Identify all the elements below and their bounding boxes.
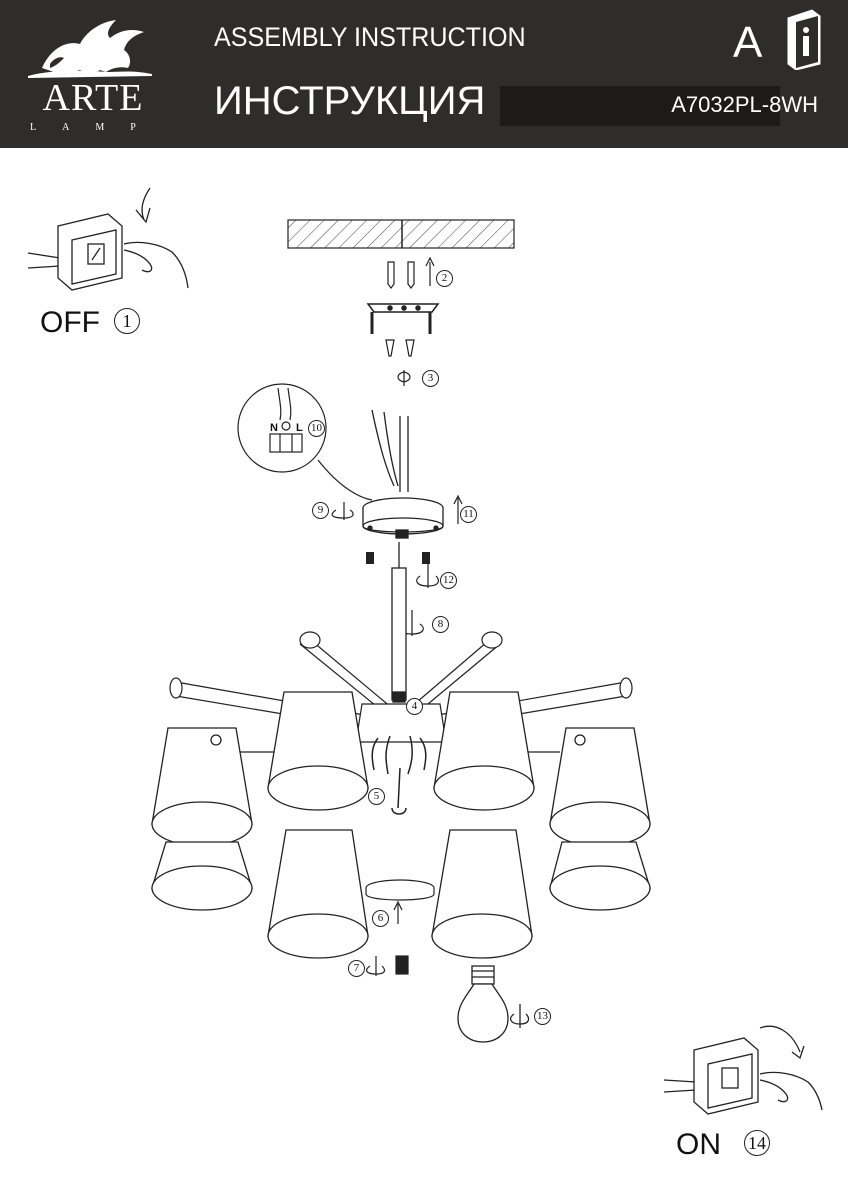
step-5-badge: 5 bbox=[368, 788, 385, 805]
nut-icon bbox=[422, 552, 430, 564]
title-russian: ИНСТРУКЦИЯ bbox=[214, 79, 486, 123]
info-book-icon bbox=[787, 9, 821, 70]
language-letter: A bbox=[733, 18, 763, 67]
ceiling-icon bbox=[287, 219, 515, 249]
terminal-detail-callout bbox=[237, 383, 373, 501]
brand-subtitle: LAMP bbox=[30, 122, 162, 133]
assembly-drawing bbox=[27, 187, 823, 1115]
lamp-shades-icon bbox=[151, 691, 651, 959]
rod-icon bbox=[391, 542, 407, 703]
terminal-live-label: L bbox=[296, 422, 303, 434]
step-4-badge: 4 bbox=[406, 698, 423, 715]
light-bulb-icon bbox=[457, 965, 530, 1043]
canopy-icon bbox=[362, 409, 444, 539]
wall-switch-off-icon bbox=[27, 187, 189, 291]
off-label: OFF bbox=[40, 306, 100, 339]
step-13-badge: 13 bbox=[534, 1008, 551, 1025]
step-11-badge: 11 bbox=[460, 506, 477, 523]
wires-wrench-icon bbox=[371, 735, 427, 815]
cover-plate-icon bbox=[365, 879, 435, 924]
title-english: ASSEMBLY INSTRUCTION bbox=[214, 22, 526, 52]
on-label: ON bbox=[676, 1128, 721, 1161]
step-2-badge: 2 bbox=[436, 270, 453, 287]
mounting-bracket-icon bbox=[366, 303, 440, 334]
brand-name: ARTE bbox=[42, 77, 144, 119]
assembly-diagram: OFF 1 ON 14 N L 2 3 4 5 6 7 8 9 10 11 12… bbox=[0, 148, 848, 1200]
step-3-badge: 3 bbox=[422, 370, 439, 387]
model-number: A7032PL-8WH bbox=[671, 92, 818, 117]
header-bar: ARTE LAMP ASSEMBLY INSTRUCTION ИНСТРУКЦИ… bbox=[0, 0, 848, 148]
step-10-badge: 10 bbox=[308, 420, 325, 437]
nut-icon bbox=[366, 552, 374, 564]
step-12-badge: 12 bbox=[440, 572, 457, 589]
terminal-neutral-label: N bbox=[270, 422, 278, 434]
step-6-badge: 6 bbox=[372, 910, 389, 927]
screws-icon bbox=[385, 339, 415, 386]
finial-icon bbox=[366, 955, 409, 976]
step-7-badge: 7 bbox=[348, 960, 365, 977]
step-9-badge: 9 bbox=[312, 502, 329, 519]
griffin-logo-icon bbox=[28, 20, 152, 78]
wall-plugs-icon bbox=[387, 256, 435, 289]
wall-switch-on-icon bbox=[663, 1025, 823, 1115]
step-1-badge: 1 bbox=[114, 308, 140, 334]
step-8-badge: 8 bbox=[432, 616, 449, 633]
model-box bbox=[500, 86, 780, 126]
step-14-badge: 14 bbox=[744, 1130, 770, 1156]
